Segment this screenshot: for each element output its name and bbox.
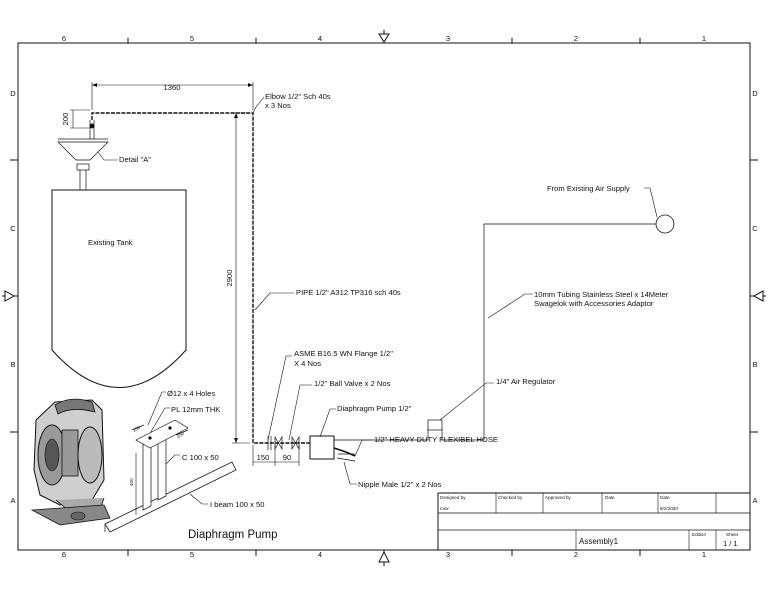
checked-by-label: Checked by — [498, 495, 523, 500]
air-supply-point — [655, 214, 675, 234]
col-label-top-3: 3 — [446, 34, 450, 43]
col-label-bottom-4: 4 — [318, 550, 322, 559]
col-label-bottom-6: 6 — [62, 550, 66, 559]
col-label-bottom-3: 3 — [446, 550, 450, 559]
row-label-left-b: B — [10, 360, 15, 369]
col-label-bottom-2: 2 — [574, 550, 578, 559]
sheet-value: 1 / 1 — [723, 539, 738, 548]
dimension-lines — [70, 82, 300, 466]
col-label-top-4: 4 — [318, 34, 322, 43]
existing-tank — [51, 120, 187, 388]
holes-label: Ø12 x 4 Holes — [167, 389, 215, 398]
approved-by-label: Approved by — [545, 495, 571, 500]
air-supply-label: From Existing Air Supply — [547, 184, 630, 193]
nipple-label: Nipple Male 1/2" x 2 Nos — [358, 480, 442, 489]
leader-lines — [97, 96, 658, 505]
flange-label-line2: X 4 Nos — [294, 359, 321, 368]
row-label-right-d: D — [752, 89, 758, 98]
support-frame — [104, 419, 237, 533]
pump-title: Diaphragm Pump — [188, 529, 277, 541]
row-label-right-a: A — [752, 496, 757, 505]
dim-2900: 2900 — [225, 270, 234, 287]
dim-400: 400 — [129, 478, 134, 486]
edition-label: Edition — [692, 532, 706, 537]
hose-label: 1/2" HEAVY DUTY FLEXIBEL HOSE — [374, 435, 498, 444]
dim-200: 200 — [61, 113, 70, 126]
tubing-label-line1: 10mm Tubing Stainless Steel x 14Meter — [534, 290, 669, 299]
date2-label: Date — [660, 495, 670, 500]
zone-ticks — [10, 38, 758, 556]
row-label-right-b: B — [752, 360, 757, 369]
dim-250: 250 — [132, 424, 142, 432]
title-block — [437, 492, 751, 551]
row-label-left-a: A — [10, 496, 15, 505]
col-label-bottom-5: 5 — [190, 550, 194, 559]
row-label-left-c: C — [10, 224, 16, 233]
designed-by-label: Designed by — [440, 495, 466, 500]
sheet-label: Sheet — [726, 532, 739, 537]
elbow-label-line2: x 3 Nos — [265, 101, 291, 110]
assembly-title: Assembly1 — [579, 537, 619, 546]
pipe-label: PIPE 1/2" A312 TP316 sch 40s — [296, 288, 401, 297]
col-label-bottom-1: 1 — [702, 550, 706, 559]
detail-a-label: Detail "A" — [119, 155, 151, 164]
pump-label: Diaphragm Pump 1/2" — [337, 404, 412, 413]
dim-90: 90 — [283, 453, 291, 462]
air-regulator — [427, 419, 443, 431]
air-regulator-label: 1/4" Air Regulator — [496, 377, 556, 386]
ibeam-label: I beam 100 x 50 — [210, 500, 264, 509]
date-label: Date — [605, 495, 615, 500]
pump-illustration — [30, 398, 111, 526]
diaphragm-pump-box — [309, 435, 335, 460]
plate-label: PL 12mm THK — [171, 405, 220, 414]
flexible-hose — [333, 447, 356, 457]
col-label-top-6: 6 — [62, 34, 66, 43]
col-label-top-5: 5 — [190, 34, 194, 43]
tubing-label-line2: Swagelok with Accessories Adaptor — [534, 299, 654, 308]
channel-label: C 100 x 50 — [182, 453, 219, 462]
row-label-left-d: D — [10, 89, 16, 98]
row-label-right-c: C — [752, 224, 758, 233]
col-label-top-2: 2 — [574, 34, 578, 43]
dim-1360: 1360 — [164, 83, 181, 92]
col-label-top-1: 1 — [702, 34, 706, 43]
centering-marks — [2, 30, 766, 566]
dim-150b: 150 — [176, 430, 186, 438]
date-value: 6/2/2020 — [660, 506, 678, 511]
air-tubing — [334, 223, 657, 441]
dim-150: 150 — [257, 453, 270, 462]
designed-by-value: mior — [440, 506, 449, 511]
flange-label-line1: ASME B16.5 WN Flange 1/2" — [294, 349, 393, 358]
elbow-label-line1: Elbow 1/2" Sch 40s — [265, 92, 331, 101]
tank-label: Existing Tank — [88, 238, 133, 247]
ball-valve-label: 1/2" Ball Valve x 2 Nos — [314, 379, 391, 388]
